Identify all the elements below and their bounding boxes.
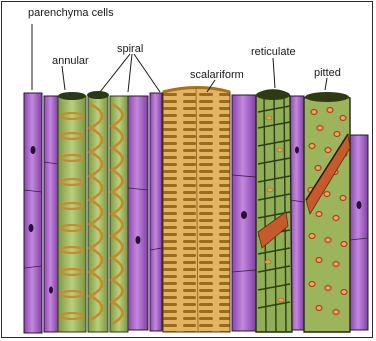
scalariform-vessel bbox=[163, 88, 230, 333]
label-reticulate: reticulate bbox=[251, 46, 296, 58]
label-pitted: pitted bbox=[314, 67, 341, 79]
label-spiral: spiral bbox=[117, 43, 143, 55]
label-scalariform: scalariform bbox=[190, 69, 244, 81]
spiral-vessels bbox=[87, 91, 128, 332]
annular-vessel bbox=[58, 92, 86, 332]
reticulate-vessel bbox=[256, 90, 292, 332]
pitted-vessel bbox=[304, 92, 350, 332]
label-parenchyma-cells: parenchyma cells bbox=[28, 7, 114, 19]
label-annular: annular bbox=[52, 55, 89, 67]
